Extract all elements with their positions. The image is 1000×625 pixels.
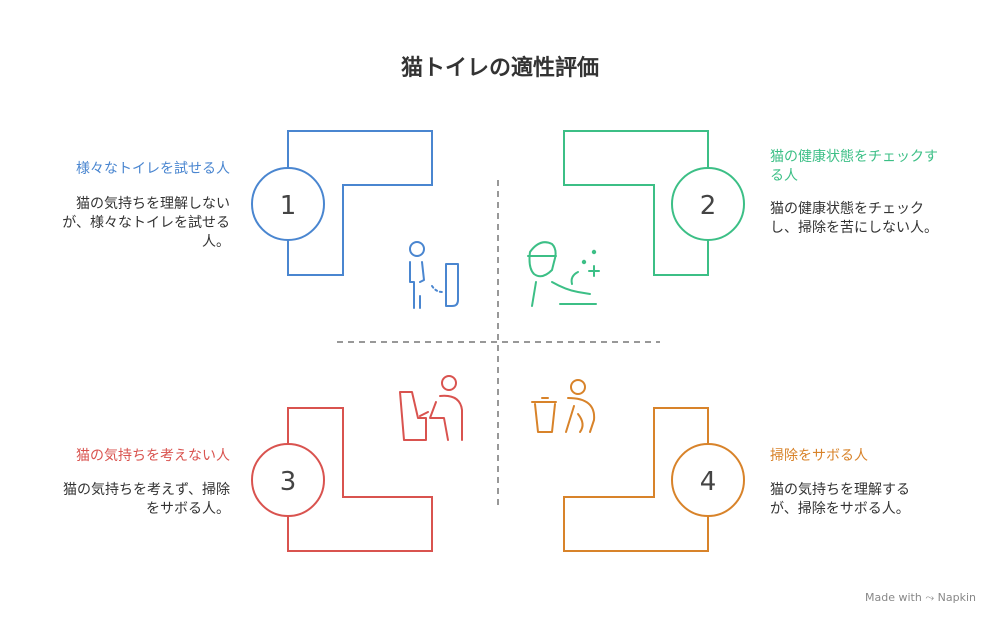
page-title: 猫トイレの適性評価 — [400, 56, 599, 81]
quadrant-3-shape — [287, 407, 433, 552]
quadrant-2-circle — [671, 167, 745, 241]
person-cleaning-icon — [527, 241, 600, 307]
quadrant-1-shape — [287, 130, 433, 276]
quadrant-2-label: 猫の健康状態をチェックする人 — [770, 149, 938, 184]
quadrant-2-number: 2 — [700, 191, 717, 221]
quadrant-3-desc: 猫の気持ちを考えず、掃除をサボる人。 — [62, 482, 230, 517]
quadrant-4-circle — [671, 443, 745, 517]
made-with-badge: Made with ⤳ Napkin — [865, 591, 976, 605]
quadrant-1-number: 1 — [280, 191, 297, 221]
person-sitting-icon — [399, 375, 463, 441]
brand-name: Napkin — [937, 591, 976, 604]
quadrant-1-label: 様々なトイレを試せる人 — [76, 161, 230, 177]
quadrant-4-desc: 猫の気持ちを理解するが、掃除をサボる人。 — [770, 482, 910, 517]
quadrant-4-number: 4 — [700, 467, 717, 497]
napkin-logo-icon: ⤳ — [925, 591, 935, 604]
quadrant-1-circle — [251, 167, 325, 241]
quadrant-2-desc: 猫の健康状態をチェックし、掃除を苦にしない人。 — [770, 201, 938, 236]
person-trash-icon — [531, 379, 596, 433]
quadrant-2-shape — [563, 130, 709, 276]
person-urinal-icon — [409, 241, 459, 309]
quadrant-4-shape — [563, 407, 709, 552]
quadrant-1-desc: 猫の気持ちを理解しないが、様々なトイレを試せる人。 — [62, 196, 230, 250]
quadrant-3-circle — [251, 443, 325, 517]
quadrant-4-label: 掃除をサボる人 — [770, 448, 868, 464]
quadrant-3-label: 猫の気持ちを考えない人 — [76, 448, 230, 464]
quadrant-3-number: 3 — [280, 467, 297, 497]
made-with-text: Made with — [865, 591, 922, 604]
